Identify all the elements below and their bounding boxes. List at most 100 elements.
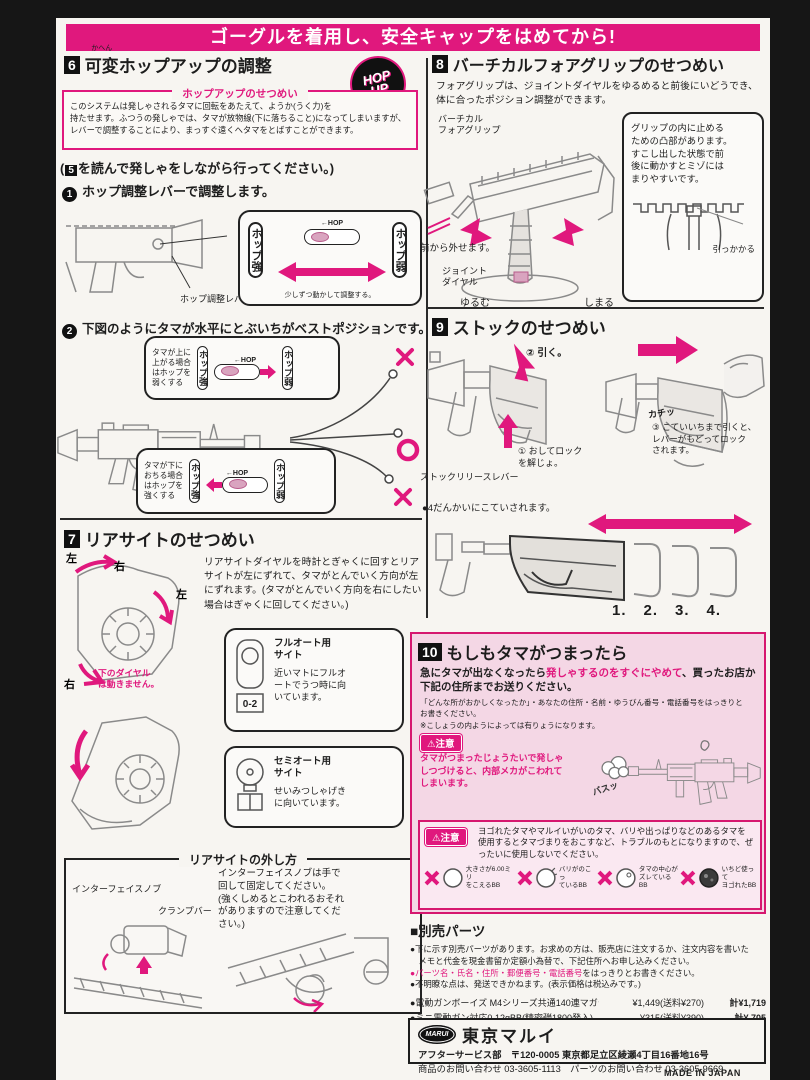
front-remove-note: 前から外せます。 — [420, 243, 496, 254]
svg-text:0-2: 0-2 — [243, 699, 258, 710]
step2-number: 2 — [62, 324, 77, 339]
tighten-label: しまる — [584, 298, 614, 309]
arrow-right-icon — [259, 364, 276, 379]
stock-positions-drawing-icon — [435, 514, 752, 602]
furigana: かへん — [91, 45, 113, 52]
semi-auto-title: セミオート用 サイト — [274, 756, 332, 780]
removal-title: リアサイトの外し方 — [178, 853, 307, 867]
bb-icon — [616, 868, 636, 888]
jam-small2: ※こしょうの内ようによっては有りょうになります。 — [420, 721, 600, 730]
made-in-japan: MADE IN JAPAN — [664, 1068, 741, 1078]
section9-number: 9 — [432, 318, 448, 336]
parts-bullet1: ●下に示す別売パーツがあります。お求めの方は、販売店に注文するか、注文内容を書い… — [410, 944, 749, 966]
rear-sight-dial2-drawing-icon — [69, 716, 180, 830]
ref-5-badge: 5 — [65, 165, 77, 176]
lock-note: ③ こていいちまで引くと、 レバーがもどってロック されます。 — [652, 422, 757, 456]
stock-grip-drawing-icon — [605, 336, 765, 467]
hop-strengthen-callout: タマが下に おちる場合 はホップを 強くする ホップ強 ←HOP ホップ弱 — [136, 448, 336, 514]
jam-gun-drawing-icon: バスッ — [591, 740, 761, 805]
svg-text:左: 左 — [65, 551, 77, 565]
joint-dial-label: ジョイント ダイヤル — [442, 266, 488, 288]
bb-icon — [536, 867, 557, 888]
clamp-bar-label: クランプバー — [158, 906, 212, 916]
cross-icon — [517, 870, 533, 886]
foregrip-drawing-icon — [423, 152, 615, 302]
full-auto-text: 近いマトにフルオ ートでうつ時に向 いています。 — [274, 667, 347, 702]
rule-above-sec7 — [60, 518, 422, 520]
section9-title: ストックのせつめい — [452, 319, 606, 338]
hopup-box-title: ホップアップのせつめい — [172, 88, 308, 100]
section6-header: 6 かへん可変ホップアップの調整 — [64, 45, 272, 77]
foregrip-label: バーチカル フォアグリップ — [438, 114, 501, 136]
parts-title: ■別売パーツ — [410, 924, 486, 939]
hop-lever-label: ホップ調整レバー — [180, 294, 253, 304]
loosen-label: ゆるむ — [460, 298, 490, 309]
bad-bb-list: 大きさが6.00ミリ をこえるBB バリがのこっ ているBB タマの中心が ズレ… — [424, 866, 760, 890]
caution2-text: ヨゴれたタマやマルイいがいのタマ、バリや出っぱりなどのあるタマを 使用するとタマ… — [478, 826, 754, 859]
position-numbers: 1. 2. 3. 4. — [612, 602, 722, 619]
hop-strong-pill: ホップ強 — [196, 346, 208, 390]
section7-title: リアサイトのせつめい — [84, 531, 255, 550]
hop-knob-icon — [311, 231, 329, 242]
section10-title: もしもタマがつまったら — [446, 645, 628, 663]
jam-small1: 「どんな所がおかしくなったか」・あなたの住所・名前・ゆうびん番号・電話番号をはっ… — [420, 698, 743, 718]
hop-adjust-callout: ホップ強 ←HOP 少しずつ動かして調整する。 ホップ弱 — [238, 210, 422, 306]
push-arrow-icon — [498, 414, 518, 448]
hop-slider-label: ←HOP — [320, 220, 344, 227]
knob-turn-drawing-icon — [227, 933, 389, 1012]
full-auto-sight-icon: 0-2 — [236, 639, 264, 713]
hop-strong-pill: ホップ強 — [188, 459, 200, 503]
parts-bullet2: ●パーツ名・氏名・住所・郵便番号・電話番号をはっきりとお書きください。 — [410, 967, 700, 978]
section6-title-base: 可変 — [84, 57, 119, 76]
arrow-left-icon — [205, 477, 222, 492]
bb-icon — [443, 868, 463, 888]
bad-bb-item: バリがのこっ ているBB — [517, 866, 597, 890]
hop-slider: ←HOP — [288, 220, 376, 245]
section6-title: ホップアップの調整 — [118, 57, 272, 76]
catch-label: 引っかかる — [712, 244, 755, 255]
marui-logo-icon: MARUI — [418, 1025, 456, 1044]
bad-bb-item: 大きさが6.00ミリ をこえるBB — [424, 866, 517, 890]
bad-bb-item: いちど使って ヨゴれたBB — [680, 866, 760, 890]
double-arrow-icon — [278, 262, 386, 282]
svg-text:バスッ: バスッ — [591, 780, 619, 798]
hop-slider: ←HOP — [213, 357, 276, 380]
hop-lever-illustration: ホップ調整レバー ホップ強 ←HOP 少しずつ動かして調整する。 ホップ弱 — [62, 202, 422, 318]
adjust-note: 少しずつ動かして調整する。 — [284, 292, 376, 299]
groove-callout: グリップの内に止める ための凸部があります。 すこし出した状態で前 後に動かすと… — [622, 112, 764, 302]
pull-label: ② 引く。 — [526, 348, 568, 359]
cross-icon — [424, 870, 440, 886]
jam-lead-warning: 発しゃするのをすぐにやめて — [546, 667, 682, 679]
jam-lead: 急にタマが出なくなったら発しゃするのをすぐにやめて、買ったお店か 下記の住所まで… — [420, 667, 756, 694]
caution1-text: タマがつまったじょうたいで発しゃ しつづけると、内部メカがこわれて しまいます。 — [420, 753, 564, 789]
svg-text:右: 右 — [113, 559, 125, 573]
footer-address: アフターサービス部 〒120-0005 東京都足立区綾瀬4丁目16番地16号 — [418, 1050, 709, 1060]
section8-title: バーチカルフォアグリップのせつめい — [452, 58, 724, 75]
svg-text:左: 左 — [175, 587, 187, 601]
trajectory-illustration: タマが上に 上がる場合 はホップを 弱くする ホップ強 ←HOP ホップ弱 タマ… — [57, 336, 424, 516]
rear-sight-dial-drawing-icon: 左 右 左 右 — [63, 551, 187, 691]
groove-profile-icon — [633, 203, 744, 251]
removal-text: インターフェイスノブは手で 回して固定してください。 (強くしめるとこわれるおそ… — [218, 868, 345, 931]
interface-knob-label: インターフェイスノブ — [72, 884, 162, 894]
section6-number: 6 — [64, 56, 80, 74]
rule-above-sec9 — [428, 307, 764, 309]
sight-removal-drawing-icon — [73, 925, 203, 1009]
semi-auto-sight-callout: セミオート用 サイト せいみつしゃげき に向いています。 — [224, 746, 404, 828]
groove-text: グリップの内に止める ための凸部があります。 すこし出した状態で前 後に動かすと… — [631, 123, 733, 185]
sec8-text: フォアグリップは、ジョイントダイヤルをゆるめると前後にいどうでき、体に合ったポジ… — [436, 81, 758, 106]
parts-item: ●電動ガンボーイズ M4シリーズ共通140連マガジン ¥1,449(送料¥270… — [410, 998, 766, 1009]
hopup-explanation-box: ホップアップのせつめい このシステムは発しゃされるタマに回転をあたえて、ようか(… — [62, 88, 418, 150]
sight-removal-box: リアサイトの外し方 インターフェイスノブは手で 回して固定してください。 (強く… — [64, 853, 422, 1014]
caution-badge: ⚠注意 — [425, 828, 467, 846]
lower-dial-note: 下のダイヤル は動きません。 — [98, 668, 160, 690]
svg-text:右: 右 — [63, 677, 75, 691]
hop-weak-pill: ホップ弱 — [281, 346, 293, 390]
